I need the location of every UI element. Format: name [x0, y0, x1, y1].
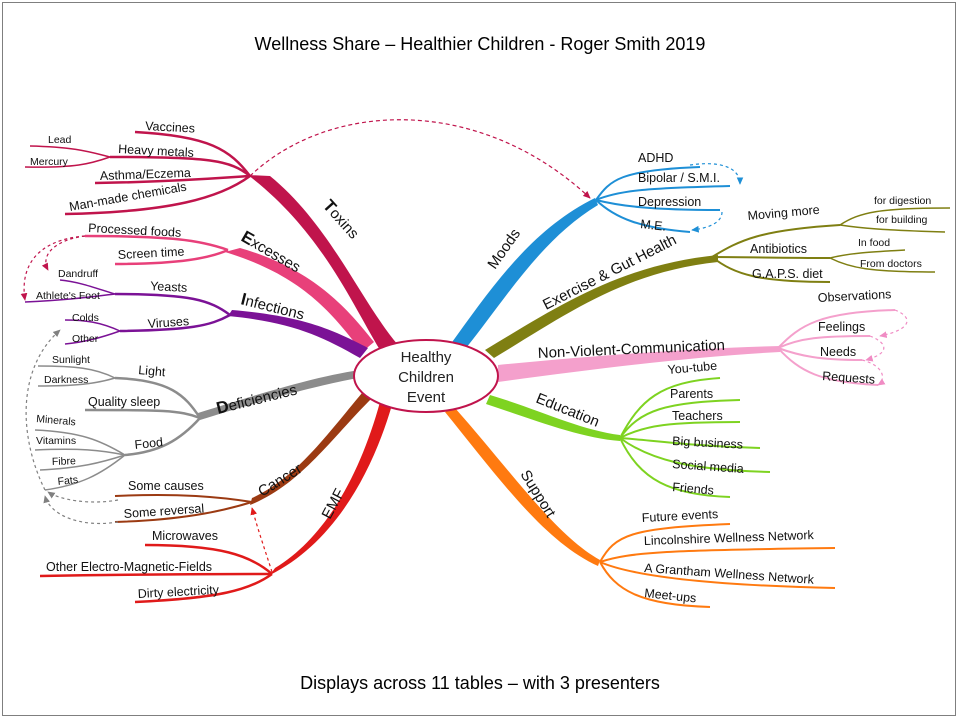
branch-exercise-gut-health: Exercise & Gut Health Moving more for di… [485, 195, 951, 358]
deficiencies-initial: D [214, 396, 231, 417]
leaf-light: Light [138, 363, 167, 379]
deficiencies-rest: eficiencies [227, 381, 299, 414]
leaf-requests: Requests [822, 369, 876, 387]
branch-toxins-label: Toxins [319, 196, 364, 242]
toxins-rest: oxins [326, 205, 362, 242]
branch-deficiencies-label: Deficiencies [214, 380, 298, 418]
leaf-for-digestion: for digestion [874, 195, 931, 207]
leaf-viruses: Viruses [147, 314, 189, 331]
toxins-to-moods-arrow [249, 119, 591, 199]
leaf-lincolnshire-wellness-network: Lincolnshire Wellness Network [644, 528, 815, 548]
processed-foods-athletes-foot-arrow [20, 235, 86, 301]
leaf-man-made-chemicals: Man-made chemicals [68, 180, 187, 214]
branch-cancer-label: Cancer [255, 460, 305, 500]
leaf-lead: Lead [48, 134, 72, 146]
center-line-2: Children [398, 369, 454, 386]
leaf-teachers: Teachers [672, 409, 723, 423]
center-ellipse [353, 339, 499, 413]
needs-requests-arrow [861, 359, 886, 386]
leaf-antibiotics: Antibiotics [750, 242, 807, 256]
some-reversal-fats-arrow [43, 495, 119, 525]
leaf-me: M.E. [640, 217, 667, 234]
cross-links [20, 119, 908, 573]
leaf-adhd: ADHD [638, 151, 673, 165]
leaf-colds: Colds [72, 312, 99, 324]
branch-infections: Infections Yeasts Dandruff Athlete's Foo… [24, 268, 368, 358]
depression-me-arrow [691, 211, 723, 233]
leaf-other-emf: Other Electro-Magnetic-Fields [46, 560, 212, 574]
leaf-vitamins: Vitamins [36, 435, 76, 447]
branch-cancer: Cancer Some causes Some reversal [114, 393, 372, 523]
leaf-feelings: Feelings [818, 320, 865, 334]
leaf-other: Other [72, 333, 99, 345]
leaf-screen-time: Screen time [117, 245, 184, 262]
center-line-3: Event [407, 389, 446, 406]
leaf-parents: Parents [670, 387, 713, 401]
leaf-moving-more: Moving more [747, 203, 820, 223]
adhd-bipolar-arrow [689, 163, 744, 185]
branch-deficiencies: Deficiencies Light Sunlight Darkness Qua… [34, 354, 360, 491]
leaf-you-tube: You-tube [667, 359, 718, 377]
page-footer: Displays across 11 tables – with 3 prese… [300, 673, 660, 693]
branch-support: Support Future events Lincolnshire Welln… [445, 408, 836, 608]
leaf-yeasts: Yeasts [150, 279, 188, 295]
leaf-minerals: Minerals [36, 413, 77, 428]
leaf-needs: Needs [820, 345, 856, 359]
leaf-quality-sleep: Quality sleep [88, 395, 160, 409]
leaf-for-building: for building [876, 214, 928, 226]
leaf-some-causes: Some causes [128, 479, 204, 493]
leaf-social-media: Social media [672, 457, 744, 476]
center-node: Healthy Children Event [353, 339, 499, 413]
leaf-friends: Friends [672, 480, 715, 498]
leaf-big-business: Big business [672, 434, 744, 452]
leaf-processed-foods: Processed foods [88, 221, 182, 240]
leaf-vaccines: Vaccines [145, 119, 195, 136]
processed-foods-dandruff-arrow [41, 235, 86, 271]
leaf-depression: Depression [638, 195, 701, 209]
fats-viruses-arrow [25, 329, 61, 491]
leaf-mercury: Mercury [30, 156, 69, 168]
leaf-heavy-metals: Heavy metals [118, 142, 194, 160]
leaf-dirty-electricity: Dirty electricity [137, 583, 220, 601]
leaf-from-doctors: From doctors [860, 258, 922, 270]
leaf-darkness: Darkness [44, 374, 88, 386]
leaf-microwaves: Microwaves [152, 529, 218, 543]
leaf-dandruff: Dandruff [58, 268, 98, 280]
branch-moods: Moods ADHD Bipolar / S.M.I. Depression M… [450, 151, 731, 348]
branch-emf: EMF Microwaves Other Electro-Magnetic-Fi… [39, 402, 392, 604]
leaf-meet-ups: Meet-ups [644, 586, 697, 605]
leaf-fats: Fats [57, 474, 79, 488]
center-line-1: Healthy [401, 349, 452, 366]
leaf-future-events: Future events [641, 507, 718, 525]
leaf-asthma-eczema: Asthma/Eczema [100, 166, 191, 183]
leaf-bipolar: Bipolar / S.M.I. [638, 171, 720, 185]
page-title: Wellness Share – Healthier Children - Ro… [254, 34, 706, 54]
leaf-gaps-diet: G.A.P.S. diet [752, 267, 823, 281]
leaf-athletes-foot: Athlete's Foot [36, 290, 100, 302]
observations-feelings-arrow [879, 309, 908, 338]
branch-nvc: Non-Violent-Communication Observations F… [498, 287, 896, 387]
leaf-observations: Observations [817, 287, 891, 305]
emf-cancer-arrow [250, 507, 273, 573]
leaf-sunlight: Sunlight [52, 354, 90, 366]
leaf-fibre: Fibre [52, 455, 76, 468]
leaf-some-reversal: Some reversal [123, 501, 204, 521]
leaf-in-food: In food [858, 237, 890, 249]
feelings-needs-arrow [865, 335, 885, 362]
infections-initial: I [239, 289, 248, 309]
some-causes-fats-arrow [47, 491, 119, 503]
leaf-food: Food [134, 435, 164, 452]
